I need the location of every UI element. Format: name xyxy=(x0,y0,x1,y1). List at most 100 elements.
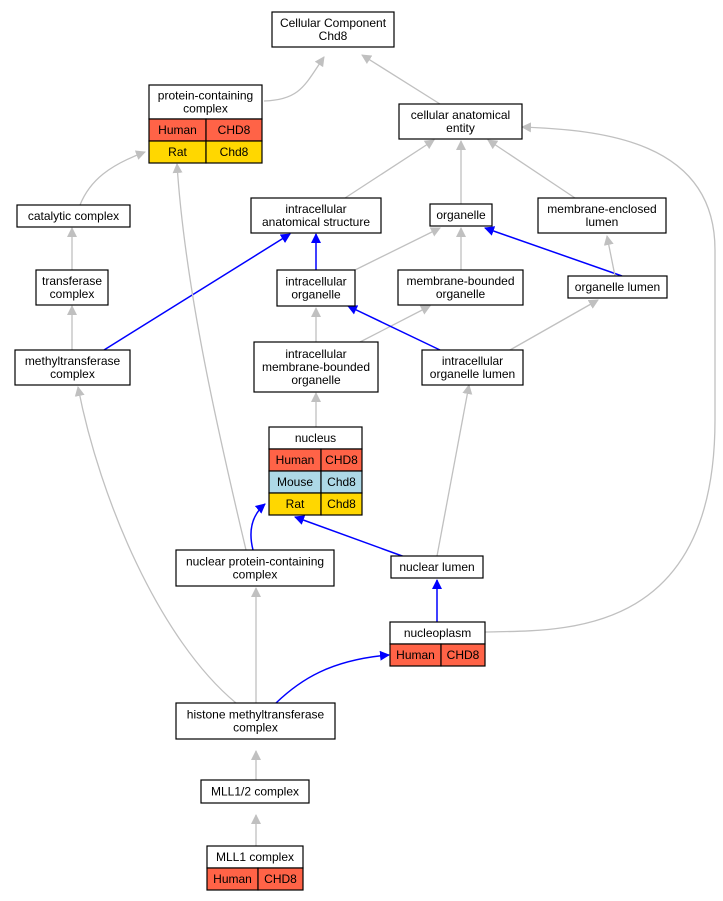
node-label: organelle xyxy=(291,288,341,302)
edge-ias-cae xyxy=(344,139,435,199)
edge-ol-org xyxy=(484,226,623,277)
gene-cell xyxy=(440,643,486,667)
edge-io-org xyxy=(354,227,441,271)
gene-label: CHD8 xyxy=(218,123,251,137)
node-label: protein-containing xyxy=(158,89,253,103)
node-label: MLL1 complex xyxy=(216,850,294,864)
node-box xyxy=(16,204,131,228)
node-cat[interactable]: catalytic complex xyxy=(16,204,131,228)
edge-hmc-mtc xyxy=(74,386,237,704)
edge-ol-mel xyxy=(603,235,616,277)
node-label: intracellular xyxy=(442,354,503,368)
edges xyxy=(67,54,716,846)
node-box xyxy=(175,702,336,740)
node-label: membrane-bounded xyxy=(262,360,370,374)
node-label: anatomical structure xyxy=(262,215,370,229)
node-box xyxy=(35,269,109,306)
node-box xyxy=(253,341,379,393)
edge-hmc-np xyxy=(275,650,390,704)
node-label: Cellular Component xyxy=(280,16,387,30)
node-label: nucleoplasm xyxy=(404,626,471,640)
nodes: Cellular ComponentChd8protein-containing… xyxy=(14,11,668,891)
node-box xyxy=(390,555,484,579)
node-box xyxy=(567,275,668,299)
annotation-row-human: Human CHD8 xyxy=(268,448,363,472)
node-label: nuclear lumen xyxy=(399,560,474,574)
edge-npc-nuc xyxy=(250,503,266,551)
edge-nl-nuc xyxy=(294,515,406,558)
node-label: membrane-bounded xyxy=(406,274,514,288)
species-label: Human xyxy=(396,648,435,662)
node-label: organelle xyxy=(436,287,486,301)
node-box xyxy=(148,84,263,120)
node-ol[interactable]: organelle lumen xyxy=(567,275,668,299)
gene-label: CHD8 xyxy=(325,453,358,467)
node-box xyxy=(398,103,523,140)
node-label: intracellular xyxy=(285,202,346,216)
edge-np-cae xyxy=(484,122,716,633)
annotation-row-human: Human CHD8 xyxy=(148,118,263,142)
node-label: organelle lumen xyxy=(430,367,515,381)
node-label: organelle lumen xyxy=(575,280,660,294)
node-box xyxy=(421,349,524,386)
edge-pcc-cc xyxy=(263,56,325,102)
edge-nl-iol xyxy=(436,384,473,557)
node-box xyxy=(200,779,310,804)
gene-label: Chd8 xyxy=(327,475,356,489)
node-label: organelle xyxy=(291,373,341,387)
node-label: membrane-enclosed xyxy=(547,202,656,216)
node-nl[interactable]: nuclear lumen xyxy=(390,555,484,579)
node-label: entity xyxy=(446,121,475,135)
gene-label: CHD8 xyxy=(447,648,480,662)
node-label: intracellular xyxy=(285,347,346,361)
node-box xyxy=(429,203,493,227)
node-label: organelle xyxy=(436,208,486,222)
node-label: complex xyxy=(233,721,278,735)
node-box xyxy=(537,197,667,234)
edge-cat-pcc xyxy=(79,150,146,206)
annotation-row-rat: Rat Chd8 xyxy=(148,140,263,164)
gene-label: Chd8 xyxy=(220,145,249,159)
node-mll12[interactable]: MLL1/2 complex xyxy=(200,779,310,804)
node-label: nuclear protein-containing xyxy=(186,555,324,569)
node-org[interactable]: organelle xyxy=(429,203,493,227)
species-label: Mouse xyxy=(277,475,313,489)
node-label: complex xyxy=(183,102,228,116)
species-label: Human xyxy=(213,872,252,886)
node-box xyxy=(14,349,131,386)
gene-cell xyxy=(205,140,263,164)
edge-iol-ol xyxy=(509,299,599,351)
node-label: methyltransferase xyxy=(25,354,121,368)
node-label: lumen xyxy=(586,215,619,229)
node-label: complex xyxy=(50,367,95,381)
species-label: Rat xyxy=(168,145,187,159)
edge-npc-pcc xyxy=(172,163,247,551)
node-box xyxy=(276,269,356,307)
node-label: complex xyxy=(50,287,95,301)
node-label: Chd8 xyxy=(319,29,348,43)
annotation-row-mouse: Mouse Chd8 xyxy=(268,470,363,494)
species-label: Human xyxy=(158,123,197,137)
edge-mel-cae xyxy=(487,139,576,199)
node-label: MLL1/2 complex xyxy=(211,785,299,799)
node-box xyxy=(271,11,395,48)
species-label: Human xyxy=(276,453,315,467)
